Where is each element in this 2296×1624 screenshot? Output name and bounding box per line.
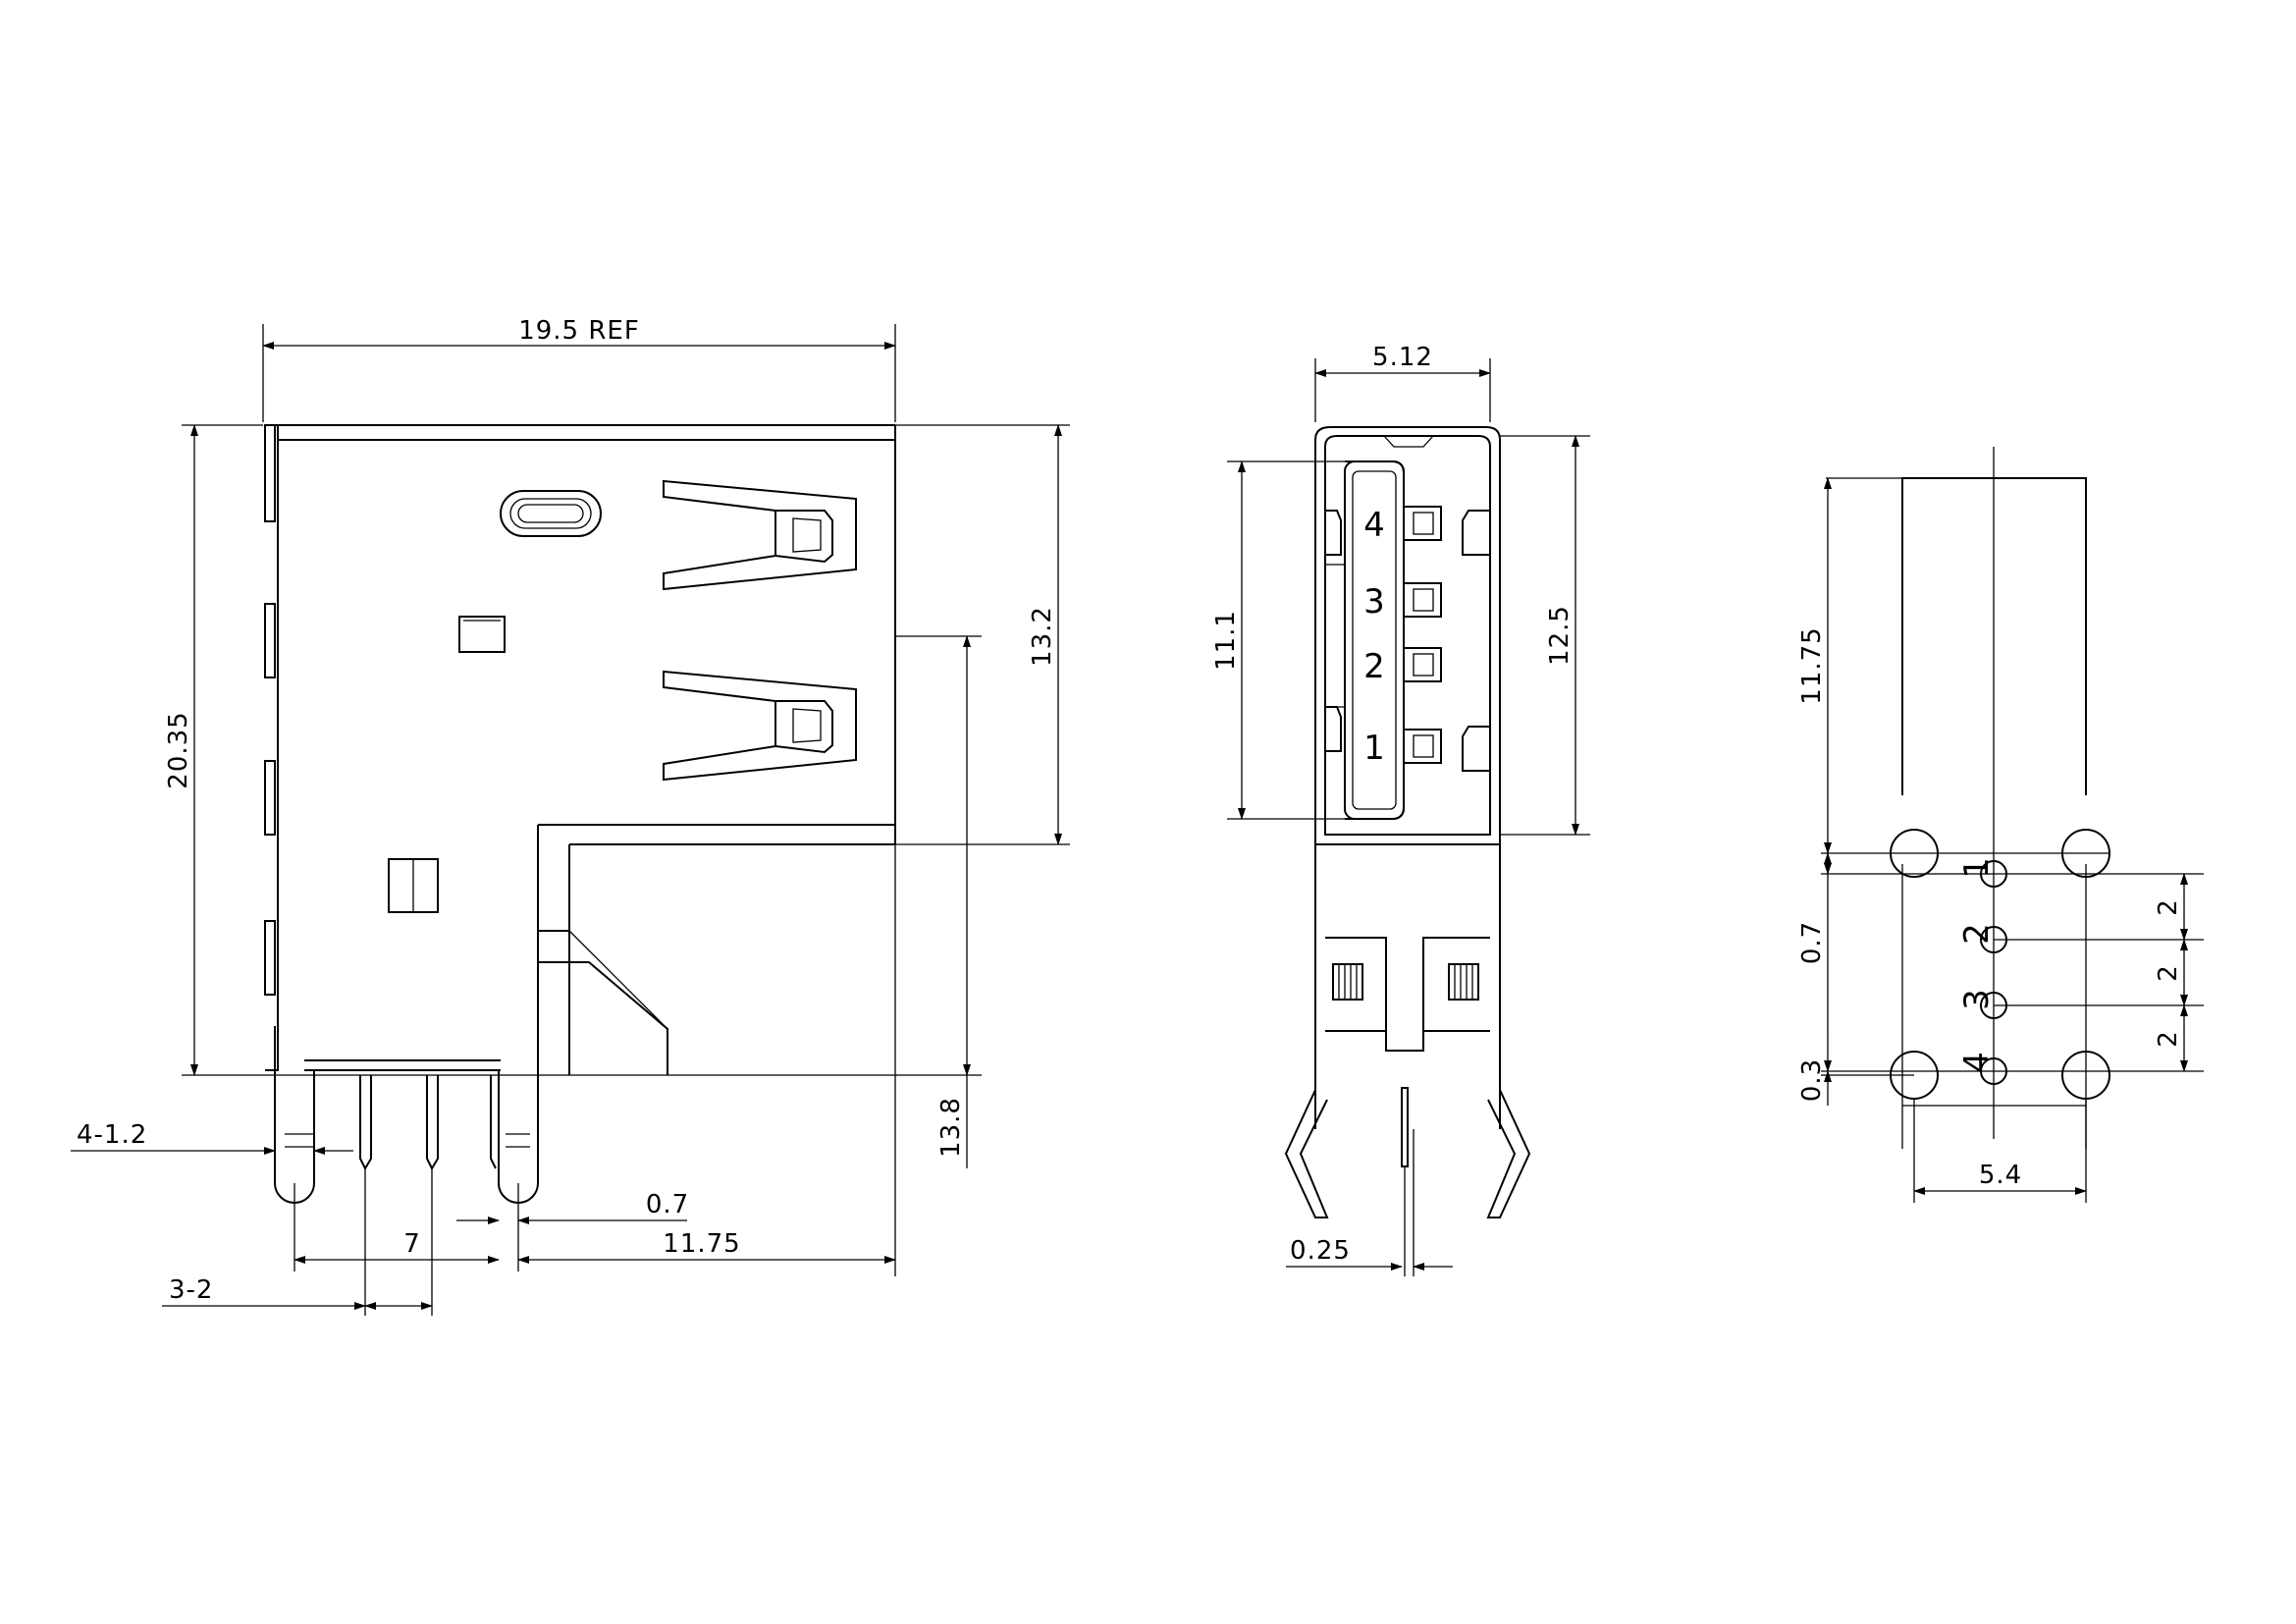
front-pin-label-3: 3	[1363, 582, 1385, 622]
front-contact-2	[1403, 647, 1442, 682]
dim-cavity-height: 11.1	[1211, 610, 1241, 671]
dim-cavity-width: 5.12	[1372, 343, 1433, 372]
front-tongue	[1344, 460, 1405, 820]
dim-pitch-c: 2	[2154, 1030, 2183, 1048]
dim-body-height: 13.2	[1028, 606, 1057, 667]
dim-pin-offset-top: 0.7	[1797, 921, 1827, 964]
front-view: 5.12 11.1 12.5 0.25 4 3 2 1	[1211, 343, 1590, 1276]
dim-lead-thickness: 0.7	[646, 1190, 689, 1219]
footprint-pin-label-4: 4	[1957, 1052, 1997, 1073]
front-lower-body	[1284, 937, 1531, 1276]
side-spring-tab-top	[663, 479, 857, 591]
dim-total-height: 20.35	[164, 711, 193, 788]
front-pin-label-2: 2	[1363, 647, 1385, 686]
dim-body-to-holes: 11.75	[1797, 626, 1827, 704]
front-pin-label-1: 1	[1363, 729, 1385, 768]
side-leads	[274, 1026, 539, 1204]
dim-hole-span: 5.4	[1979, 1161, 2022, 1190]
mount-hole-bottom-right	[2061, 1051, 2110, 1100]
footprint-pin-label-2: 2	[1957, 923, 1997, 945]
side-body-outline	[264, 424, 896, 1076]
dim-pin-pitch: 3-2	[169, 1275, 213, 1305]
dim-pitch-b: 2	[2154, 964, 2183, 982]
dim-lead-dia: 4-1.2	[77, 1120, 147, 1150]
side-view: 19.5 REF 20.35 13.2 13.8 4-1.2 0.7 7 11.…	[71, 316, 1070, 1316]
dim-pin-thickness: 0.25	[1290, 1236, 1351, 1266]
dim-lead-to-front: 11.75	[663, 1229, 740, 1259]
side-spring-tab-bottom	[663, 670, 857, 782]
dim-lead-height: 13.8	[936, 1097, 966, 1158]
side-square-window-1	[458, 616, 506, 653]
dim-pin-span: 7	[403, 1229, 421, 1259]
dim-pin-offset-bottom: 0.3	[1797, 1058, 1827, 1102]
front-contact-4	[1403, 506, 1442, 541]
dim-front-body-height: 12.5	[1545, 605, 1575, 666]
front-shell	[1314, 426, 1501, 1129]
front-contact-3	[1403, 582, 1442, 618]
footprint-pin-label-1: 1	[1957, 857, 1997, 879]
dim-total-length: 19.5 REF	[518, 316, 640, 346]
front-contact-1	[1403, 729, 1442, 764]
front-pin-label-4: 4	[1363, 506, 1385, 545]
footprint-view: 11.75 0.7 0.3 2 2 2 5.4 1 2 3 4	[1797, 447, 2204, 1203]
dim-pitch-a: 2	[2154, 898, 2183, 916]
footprint-pin-label-3: 3	[1957, 989, 1997, 1010]
side-oval-slot	[500, 490, 602, 537]
